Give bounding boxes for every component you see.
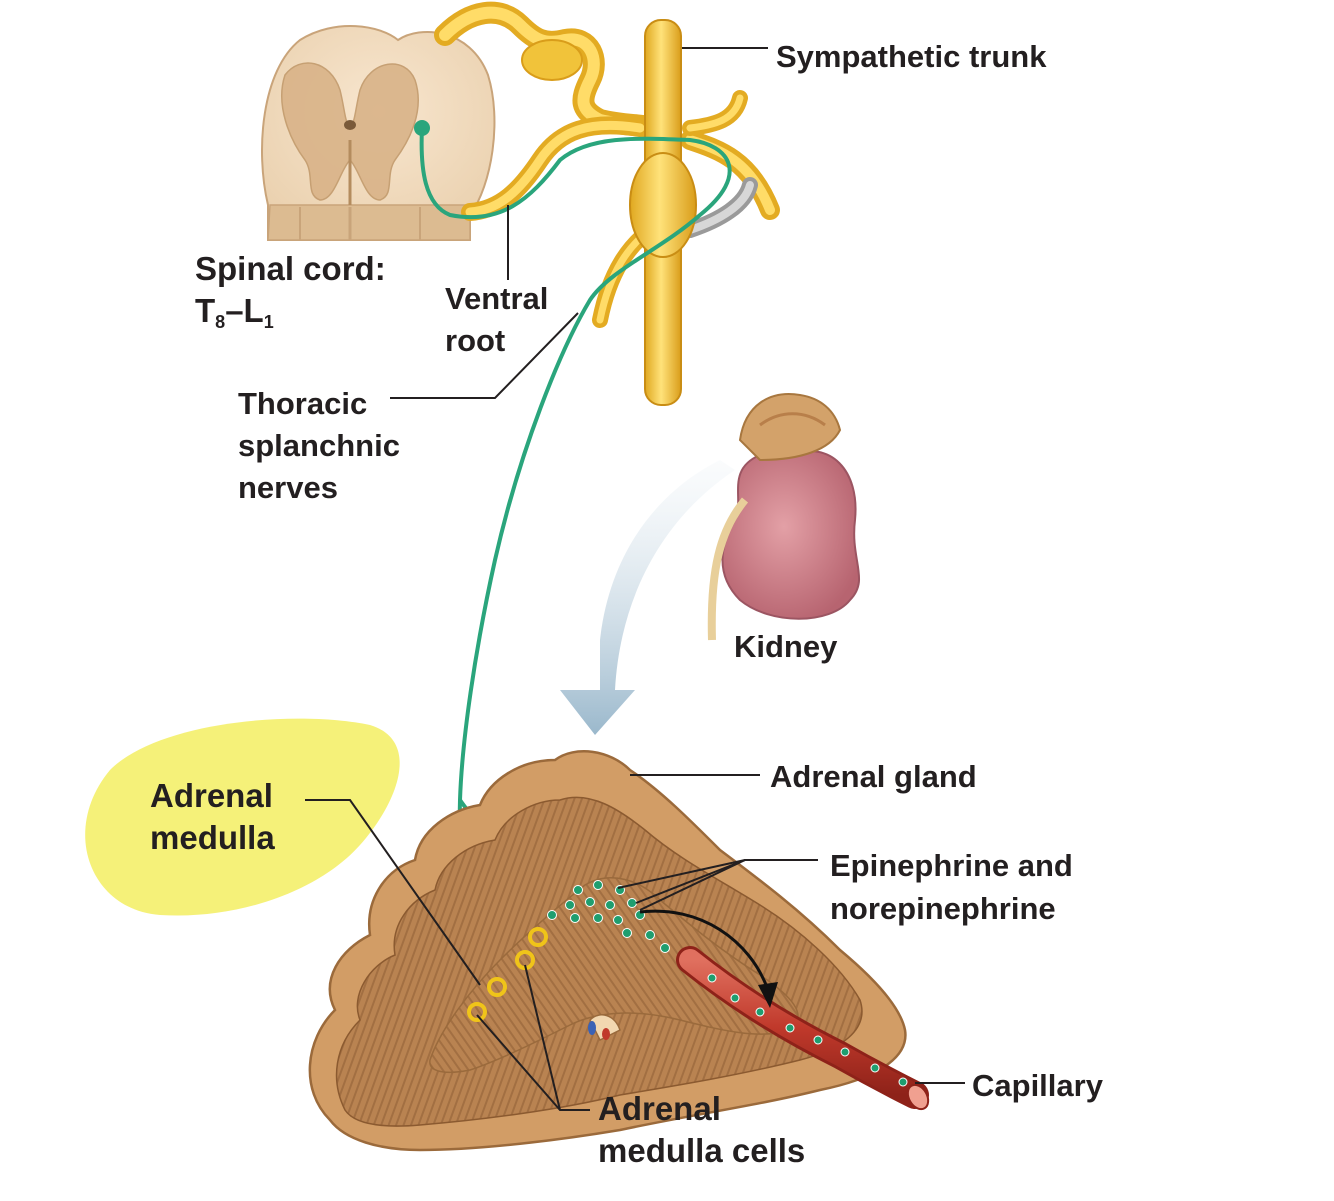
hormone-granules	[547, 880, 908, 1087]
label-ventral-root-2: root	[445, 323, 506, 358]
segment-t-sub: 8	[215, 312, 226, 332]
label-kidney: Kidney	[734, 629, 838, 664]
label-adrenal-medulla-2: medulla	[150, 819, 275, 856]
medulla-cells	[467, 927, 548, 1022]
label-thoracic-1: Thoracic	[238, 386, 368, 421]
label-adrenal-medulla-1: Adrenal	[150, 777, 273, 814]
capillary	[676, 946, 930, 1111]
spinal-cord	[261, 25, 496, 241]
label-medulla-cells-2: medulla cells	[598, 1132, 806, 1169]
adrenal-gland	[308, 750, 907, 1152]
label-ventral-root-1: Ventral	[445, 281, 549, 316]
label-thoracic-3: nerves	[238, 470, 338, 505]
label-capillary: Capillary	[972, 1068, 1103, 1103]
kidney	[707, 393, 860, 641]
zoom-arrow	[560, 460, 735, 735]
label-spinal-segments: T8–L1	[195, 290, 274, 343]
highlight-blob	[85, 718, 400, 916]
label-epinephrine-2: norepinephrine	[830, 891, 1056, 926]
label-adrenal-gland: Adrenal gland	[770, 759, 977, 794]
spinal-nerve	[434, 1, 780, 328]
label-spinal-cord: Spinal cord:	[195, 250, 386, 287]
label-thoracic-2: splanchnic	[238, 428, 400, 463]
leader-lines	[305, 47, 965, 1111]
label-sympathetic-trunk: Sympathetic trunk	[776, 39, 1047, 74]
segment-t: T	[195, 292, 216, 329]
segment-dash-l: –L	[225, 292, 264, 329]
label-epinephrine-1: Epinephrine and	[830, 848, 1073, 883]
segment-l-sub: 1	[263, 312, 274, 332]
label-medulla-cells-1: Adrenal	[598, 1090, 721, 1127]
sympathetic-trunk	[629, 19, 697, 406]
release-arrow	[639, 909, 778, 1008]
